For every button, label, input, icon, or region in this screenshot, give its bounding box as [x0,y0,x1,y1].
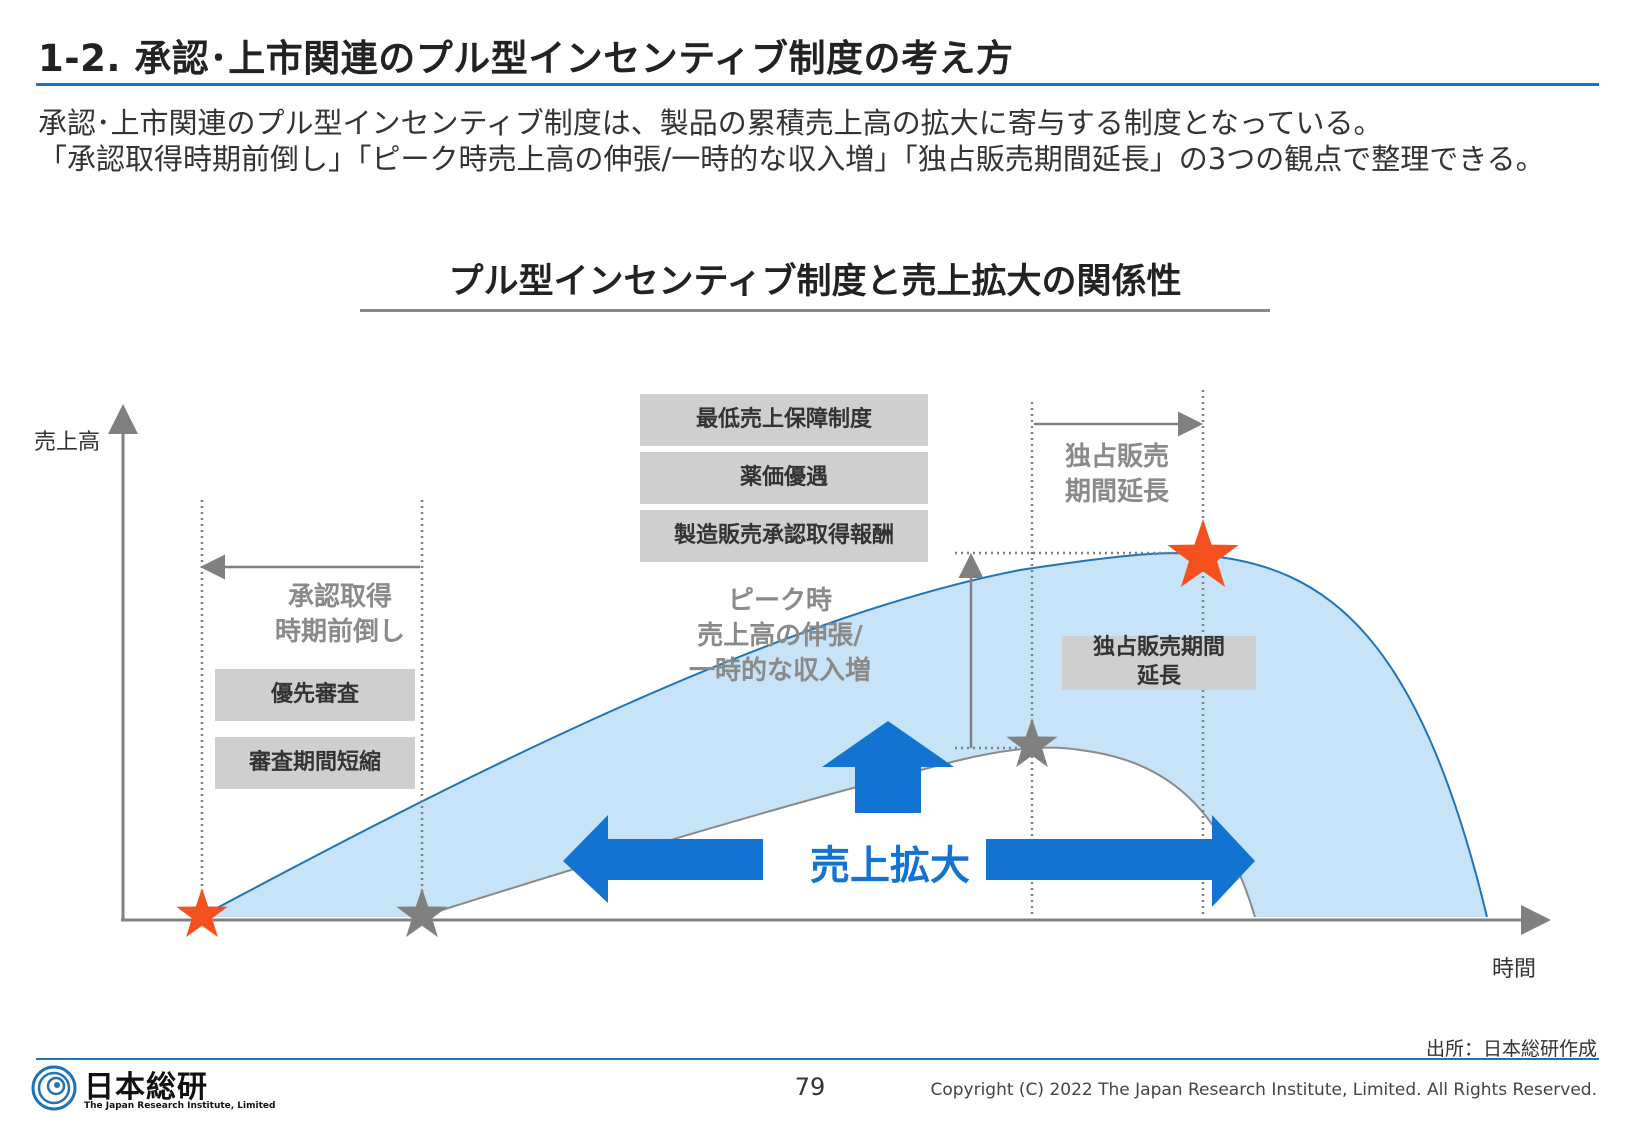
page-title: 1-2. 承認･上市関連のプル型インセンティブ制度の考え方 [38,37,1014,80]
x-axis-label: 時間 [1492,957,1537,982]
source-note: 出所：日本総研作成 [1425,1038,1597,1060]
company-logo-icon [31,1065,77,1111]
footer-divider [36,1058,1599,1060]
lead-text-line-2: 「承認取得時期前倒し」「ピーク時売上高の伸張/一時的な収入増」「独占販売期間延長… [38,142,1545,176]
peak-text-line-2: 売上高の伸張/ [697,621,863,652]
approval-reward-box: 製造販売承認取得報酬 [640,510,928,562]
exclusivity-text-line-1: 独占販売 [1064,442,1169,472]
extended-sales-curve [199,552,1488,918]
diagram-title: プル型インセンティブ制度と売上拡大の関係性 [448,262,1182,302]
y-axis-label: 売上高 [34,430,101,455]
exclusivity-extension-text: 独占販売 期間延長 [1042,440,1192,510]
approval-acceleration-text: 承認取得 時期前倒し [255,580,425,650]
drug-price-preference-box: 薬価優遇 [640,452,928,504]
page-number: 79 [794,1073,826,1101]
sales-left-arrow [563,815,763,903]
company-logo-name: 日本総研 [84,1070,208,1105]
exclusivity-extension-box: 独占販売期間 延長 [1062,635,1256,690]
sales-right-arrow [986,815,1255,907]
peak-text-line-1: ピーク時 [727,586,832,616]
star-gray-baseline-peak [1006,718,1058,768]
sales-up-arrow [822,721,954,813]
exclusivity-text-line-2: 期間延長 [1064,477,1169,508]
company-logo-subtitle: The Japan Research Institute, Limited [84,1101,276,1111]
star-orange-early-approval [176,888,228,938]
copyright-text: Copyright (C) 2022 The Japan Research In… [930,1080,1597,1100]
minimum-sales-guarantee-box: 最低売上保障制度 [640,394,928,446]
approval-text-line-2: 時期前倒し [274,617,405,648]
exclusivity-box-line-1: 独占販売期間 [1092,635,1225,661]
star-orange-extended-peak [1167,519,1239,587]
star-gray-baseline-approval [396,888,448,938]
sales-expansion-label: 売上拡大 [810,843,970,889]
priority-review-box: 優先審査 [215,669,415,721]
title-divider [36,83,1599,86]
review-period-shortening-box: 審査期間短縮 [215,737,415,789]
peak-text-line-3: 一時的な収入増 [688,656,871,687]
diagram-title-underline [360,309,1270,312]
peak-sales-text: ピーク時 売上高の伸張/ 一時的な収入増 [660,584,900,689]
lead-text-line-1: 承認･上市関連のプル型インセンティブ制度は、製品の累積売上高の拡大に寄与する制度… [38,106,1383,140]
exclusivity-box-line-2: 延長 [1136,664,1181,689]
approval-text-line-1: 承認取得 [287,582,392,612]
